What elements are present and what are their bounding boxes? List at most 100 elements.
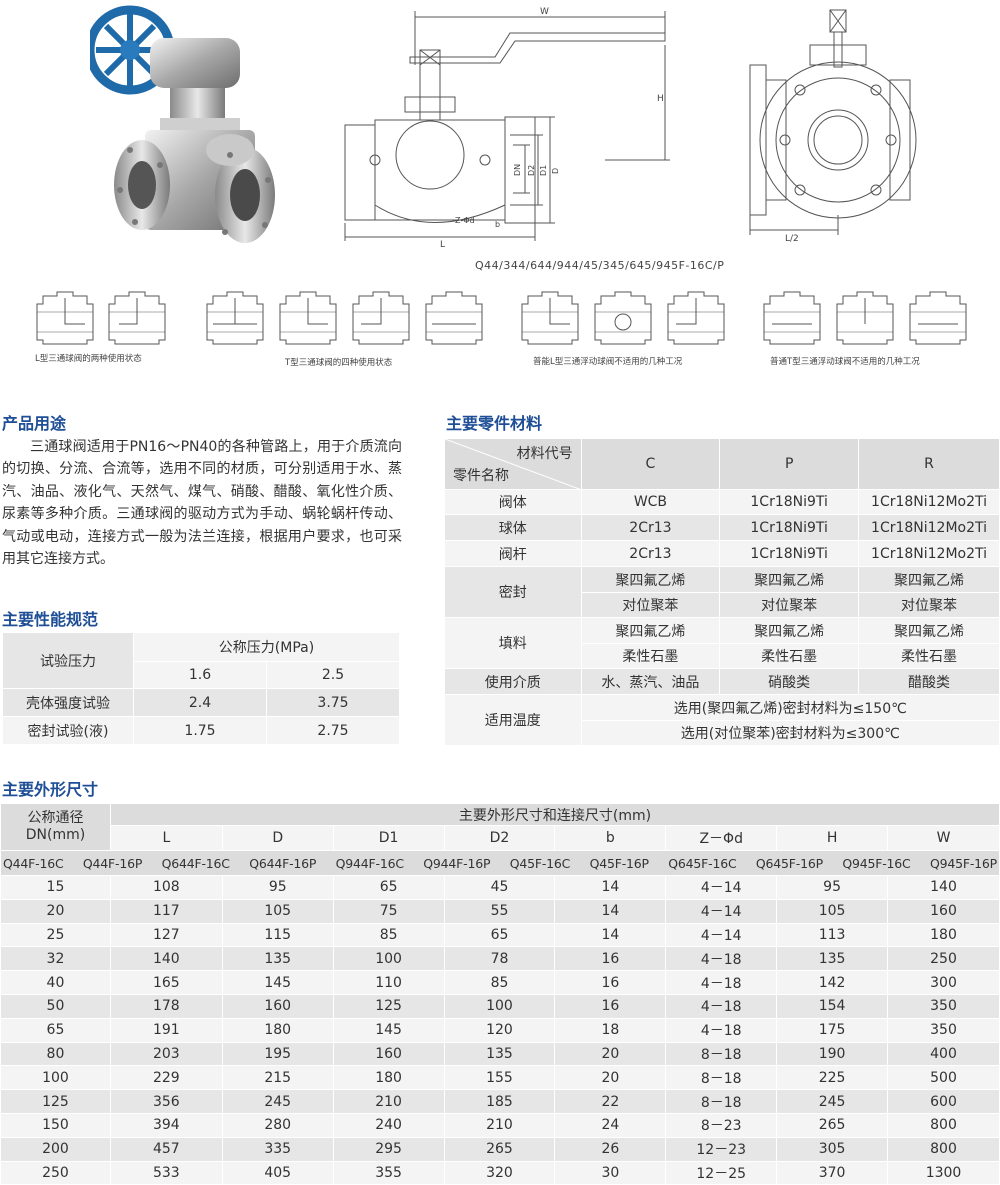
perf-row-v1: 2.4 bbox=[133, 688, 267, 717]
dim-cell: 8－23 bbox=[665, 1112, 778, 1138]
perf-p1: 1.6 bbox=[133, 661, 267, 689]
perf-label: 试验压力 bbox=[2, 632, 134, 689]
dim-cell: 180 bbox=[221, 1017, 334, 1043]
mat-value: 水、蒸汽、油品 bbox=[580, 668, 721, 695]
perf-p2: 2.5 bbox=[266, 661, 400, 689]
materials-title: 主要零件材料 bbox=[446, 414, 543, 433]
dim-cell: 4－18 bbox=[665, 970, 778, 995]
model-code: Q944F-16C bbox=[335, 855, 404, 871]
model-code: Q944F-16P bbox=[423, 855, 491, 871]
dims-col-3: D2 bbox=[443, 825, 556, 851]
front-view-drawing: W H DN D2 D1 D Z-Φd b L bbox=[344, 7, 670, 250]
dims-title: 主要外形尺寸 bbox=[2, 780, 99, 799]
model-code: Q644F-16P bbox=[249, 855, 317, 871]
dim-cell: 265 bbox=[776, 1112, 889, 1138]
dim-cell: 115 bbox=[221, 922, 334, 948]
mat-value: 聚四氟乙烯 bbox=[719, 566, 860, 593]
mat-value: 聚四氟乙烯 bbox=[580, 566, 721, 593]
dim-cell: 180 bbox=[887, 922, 1000, 948]
dims-col-1: D bbox=[221, 825, 334, 851]
mat-value: 1Cr18Ni12Mo2Ti bbox=[858, 514, 1000, 541]
mat-value: 醋酸类 bbox=[858, 668, 1000, 695]
dims-col-5: Z－Φd bbox=[665, 825, 778, 851]
dim-cell: 127 bbox=[109, 922, 223, 948]
model-code: Q945F-16P bbox=[929, 855, 997, 871]
dn-cell: 20 bbox=[0, 898, 111, 924]
dim-cell: 225 bbox=[776, 1065, 889, 1091]
side-view-drawing: L/2 bbox=[749, 9, 917, 244]
mat-part-name: 阀体 bbox=[444, 489, 582, 515]
dim-cell: 160 bbox=[221, 993, 334, 1019]
dim-cell: 140 bbox=[109, 946, 223, 972]
dim-cell: 14 bbox=[554, 875, 667, 900]
perf-pressure-header: 公称压力(MPa) bbox=[133, 632, 400, 662]
model-code: Q644F-16C bbox=[161, 855, 230, 871]
label-D1: D1 bbox=[539, 165, 548, 176]
valve-photo bbox=[90, 5, 275, 243]
mat-col-r: R bbox=[858, 438, 1000, 490]
dim-cell: 65 bbox=[443, 922, 556, 948]
dim-cell: 215 bbox=[221, 1065, 334, 1091]
mat-value: 对位聚苯 bbox=[580, 592, 721, 618]
mat-value: 2Cr13 bbox=[580, 540, 721, 567]
dim-cell: 350 bbox=[887, 1017, 1000, 1043]
dim-cell: 155 bbox=[443, 1065, 556, 1091]
usage-title: 产品用途 bbox=[2, 414, 67, 433]
label-W: W bbox=[540, 7, 549, 17]
dim-cell: 20 bbox=[554, 1065, 667, 1091]
dim-cell: 16 bbox=[554, 970, 667, 995]
dim-cell: 245 bbox=[776, 1089, 889, 1114]
dim-cell: 300 bbox=[887, 970, 1000, 995]
dim-cell: 26 bbox=[554, 1136, 667, 1162]
label-b: b bbox=[495, 220, 500, 229]
dim-cell: 30 bbox=[554, 1160, 667, 1185]
dim-cell: 178 bbox=[109, 993, 223, 1019]
mat-value: 聚四氟乙烯 bbox=[858, 566, 1000, 593]
dim-cell: 191 bbox=[109, 1017, 223, 1043]
dim-cell: 95 bbox=[776, 875, 889, 900]
dim-cell: 125 bbox=[332, 993, 445, 1019]
mat-value: 1Cr18Ni9Ti bbox=[719, 514, 860, 541]
dim-cell: 350 bbox=[887, 993, 1000, 1019]
dim-cell: 305 bbox=[776, 1136, 889, 1162]
dim-cell: 4－18 bbox=[665, 946, 778, 972]
model-code: Q44F-16P bbox=[82, 855, 143, 871]
label-L2: L/2 bbox=[785, 234, 799, 244]
dim-cell: 320 bbox=[443, 1160, 556, 1185]
dim-cell: 175 bbox=[776, 1017, 889, 1043]
dim-cell: 95 bbox=[221, 875, 334, 900]
perf-row-v2: 3.75 bbox=[266, 688, 400, 717]
dim-cell: 145 bbox=[332, 1017, 445, 1043]
dim-cell: 100 bbox=[332, 946, 445, 972]
dim-cell: 20 bbox=[554, 1041, 667, 1067]
caption-t-float: 普通T型三通浮动球阀不适用的几种工况 bbox=[770, 357, 920, 367]
dim-cell: 356 bbox=[109, 1089, 223, 1114]
dim-cell: 240 bbox=[332, 1112, 445, 1138]
mat-value: 1Cr18Ni9Ti bbox=[719, 489, 860, 515]
dn-cell: 32 bbox=[0, 946, 111, 972]
dim-cell: 120 bbox=[443, 1017, 556, 1043]
dim-cell: 55 bbox=[443, 898, 556, 924]
mat-temp-b: 选用(对位聚苯)密封材料为≤300℃ bbox=[580, 720, 1000, 746]
mat-value: 对位聚苯 bbox=[719, 592, 860, 618]
dim-cell: 210 bbox=[443, 1112, 556, 1138]
model-code: Q44F-16C bbox=[3, 855, 64, 871]
dim-cell: 4－14 bbox=[665, 922, 778, 948]
dim-cell: 16 bbox=[554, 993, 667, 1019]
dims-col-6: H bbox=[776, 825, 889, 851]
dim-cell: 800 bbox=[887, 1112, 1000, 1138]
dim-cell: 18 bbox=[554, 1017, 667, 1043]
mat-part-name: 球体 bbox=[444, 514, 582, 541]
label-D2: D2 bbox=[527, 165, 536, 176]
dim-cell: 405 bbox=[221, 1160, 334, 1185]
mat-value: 柔性石墨 bbox=[858, 643, 1000, 669]
dn-cell: 100 bbox=[0, 1065, 111, 1091]
dim-cell: 280 bbox=[221, 1112, 334, 1138]
dim-cell: 335 bbox=[221, 1136, 334, 1162]
